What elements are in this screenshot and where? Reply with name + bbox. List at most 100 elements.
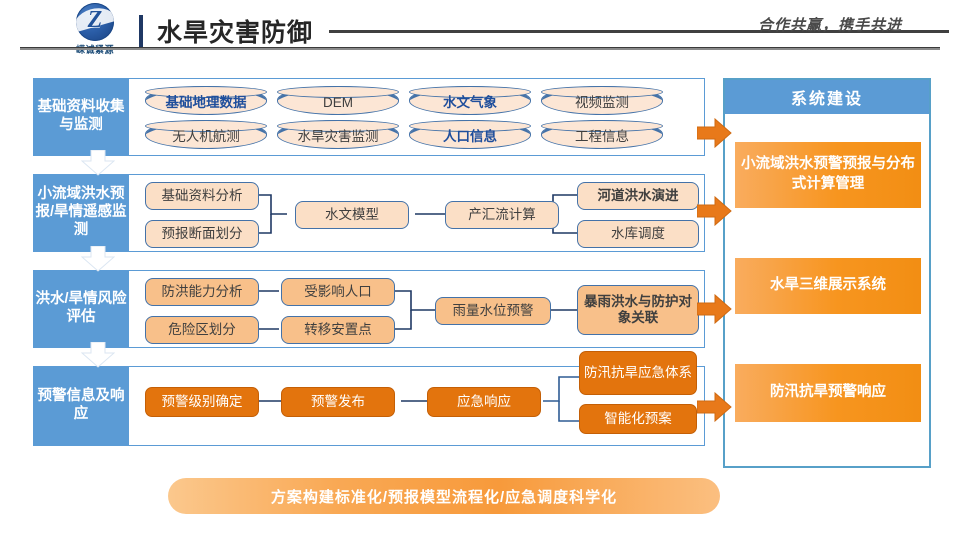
- node-flood-drought-emergency-system[interactable]: 防汛抗旱应急体系: [579, 351, 697, 395]
- title-accent-rule: [139, 15, 143, 47]
- node-label: 防汛抗旱应急体系: [584, 365, 692, 381]
- node-emergency-response[interactable]: 应急响应: [427, 387, 541, 417]
- flow-row-risk: 洪水/旱情风险评估 防洪能力分析 危险区划分 受影响人口: [33, 270, 705, 348]
- node-label: 产汇流计算: [468, 207, 536, 223]
- node-storm-flood-protection-link[interactable]: 暴雨洪水与防护对象关联: [577, 285, 699, 335]
- node-flood-control-capacity[interactable]: 防洪能力分析: [145, 278, 259, 306]
- node-rain-waterlevel-alert[interactable]: 雨量水位预警: [435, 297, 551, 325]
- node-hydrological-model[interactable]: 水文模型: [295, 201, 409, 229]
- row-label-warning: 预警信息及响应: [33, 366, 129, 446]
- node-label: 视频监测: [575, 95, 629, 111]
- row-label-basic-data: 基础资料收集与监测: [33, 78, 129, 156]
- flow-right-arrow-2-icon: [697, 196, 733, 226]
- system-item-label: 水旱三维展示系统: [770, 277, 886, 294]
- node-uav-survey[interactable]: 无人机航测: [144, 119, 268, 149]
- system-item-label: 防汛抗旱预警响应: [770, 384, 886, 401]
- node-label: 受影响人口: [304, 284, 372, 300]
- node-label: 预警发布: [311, 394, 365, 410]
- node-runoff-calculation[interactable]: 产汇流计算: [445, 201, 559, 229]
- connector-group-4: [257, 290, 279, 330]
- flow-right-arrow-1-icon: [697, 118, 733, 148]
- flow-row-warning: 预警信息及响应 预警级别确定 预警发布 应急响应 防汛抗旱应急体系: [33, 351, 705, 446]
- node-basic-geo-data[interactable]: 基础地理数据: [144, 85, 268, 115]
- cylinder-cap: [540, 85, 664, 98]
- node-intelligent-plan[interactable]: 智能化预案: [579, 404, 697, 434]
- node-flood-drought-monitor[interactable]: 水旱灾害监测: [276, 119, 400, 149]
- connector-group-7: [257, 400, 283, 402]
- node-label: 防洪能力分析: [161, 284, 243, 300]
- title-dash-rule: [329, 29, 950, 33]
- system-item-small-basin-forecast[interactable]: 小流域洪水预警预报与分布式计算管理: [735, 142, 921, 208]
- page-header: 嵘诚紧源 水旱灾害防御 合作共赢，携手共进: [0, 0, 960, 62]
- row-label-forecast: 小流域洪水预报/旱情遥感监测: [33, 174, 129, 252]
- node-video-monitor[interactable]: 视频监测: [540, 85, 664, 115]
- cylinder-cap: [276, 85, 400, 98]
- header-divider: [20, 47, 940, 50]
- title-bar: 水旱灾害防御: [139, 13, 950, 49]
- node-engineering-info[interactable]: 工程信息: [540, 119, 664, 149]
- cylinder-cap: [408, 119, 532, 132]
- process-flow: 基础资料收集与监测 基础地理数据 DEM 水文气象 视频监测 无人机航测: [33, 78, 705, 468]
- node-label: DEM: [323, 95, 353, 111]
- system-item-3d-display[interactable]: 水旱三维展示系统: [735, 258, 921, 314]
- node-hydrometeorology[interactable]: 水文气象: [408, 85, 532, 115]
- connector-group-9: [543, 376, 581, 422]
- flow-row-basic-data: 基础资料收集与监测 基础地理数据 DEM 水文气象 视频监测 无人机航测: [33, 78, 705, 156]
- node-label: 无人机航测: [172, 129, 240, 145]
- node-affected-population[interactable]: 受影响人口: [281, 278, 395, 306]
- header-slogan: 合作共赢，携手共进: [757, 17, 902, 34]
- cylinder-cap: [276, 119, 400, 132]
- node-label: 雨量水位预警: [452, 303, 534, 319]
- connector-group-1: [259, 194, 287, 234]
- system-item-warning-response[interactable]: 防汛抗旱预警响应: [735, 364, 921, 422]
- node-warning-release[interactable]: 预警发布: [281, 387, 395, 417]
- node-relocation-site[interactable]: 转移安置点: [281, 316, 395, 344]
- node-dem[interactable]: DEM: [276, 85, 400, 115]
- row-body-forecast: 基础资料分析 预报断面划分 水文模型 产汇流计算 河道洪水演进 水库调度: [129, 174, 705, 252]
- company-logo: 嵘诚紧源: [52, 3, 138, 57]
- cylinder-cap: [144, 119, 268, 132]
- node-label: 暴雨洪水与防护对象关联: [584, 294, 692, 325]
- row-body-basic-data: 基础地理数据 DEM 水文气象 视频监测 无人机航测 水旱灾害监测: [129, 78, 705, 156]
- flow-down-arrow-3-icon: [81, 342, 115, 368]
- flow-down-arrow-2-icon: [81, 246, 115, 272]
- system-construction-header: 系统建设: [725, 80, 929, 114]
- node-label: 预警级别确定: [161, 394, 243, 410]
- node-label: 危险区划分: [168, 322, 236, 338]
- connector-group-2: [415, 213, 447, 215]
- node-label: 智能化预案: [604, 411, 672, 427]
- system-construction-panel: 系统建设 小流域洪水预警预报与分布式计算管理 水旱三维展示系统 防汛抗旱预警响应: [723, 78, 931, 468]
- node-label: 应急响应: [457, 394, 511, 410]
- cylinder-cap: [408, 85, 532, 98]
- node-basic-data-analysis[interactable]: 基础资料分析: [145, 182, 259, 210]
- row-label-risk: 洪水/旱情风险评估: [33, 270, 129, 348]
- node-label: 基础资料分析: [161, 188, 243, 204]
- node-label: 河道洪水演进: [597, 188, 679, 204]
- node-reservoir-dispatch[interactable]: 水库调度: [577, 220, 699, 248]
- cylinder-cap: [540, 119, 664, 132]
- node-label: 水文模型: [325, 207, 379, 223]
- flow-right-arrow-4-icon: [697, 392, 733, 422]
- bottom-banner: 方案构建标准化/预报模型流程化/应急调度科学化: [168, 478, 720, 514]
- cylinder-cap: [144, 85, 268, 98]
- connector-group-8: [401, 400, 427, 402]
- company-logo-icon: [76, 3, 114, 41]
- connector-group-5: [395, 290, 435, 330]
- node-hazard-zoning[interactable]: 危险区划分: [145, 316, 259, 344]
- row-body-warning: 预警级别确定 预警发布 应急响应 防汛抗旱应急体系 智能化预案: [129, 351, 705, 446]
- node-label: 工程信息: [575, 129, 629, 145]
- node-population-info[interactable]: 人口信息: [408, 119, 532, 149]
- node-river-flood-routing[interactable]: 河道洪水演进: [577, 182, 699, 210]
- node-label: 水库调度: [611, 226, 665, 242]
- node-label: 水文气象: [443, 95, 497, 111]
- node-label: 人口信息: [443, 129, 497, 145]
- node-label: 基础地理数据: [165, 95, 247, 111]
- page-title: 水旱灾害防御: [157, 19, 314, 47]
- row-body-risk: 防洪能力分析 危险区划分 受影响人口 转移安置点 雨量水位预警 暴雨洪水与防护对…: [129, 270, 705, 348]
- system-item-label: 小流域洪水预警预报与分布式计算管理: [741, 156, 915, 192]
- node-forecast-section-division[interactable]: 预报断面划分: [145, 220, 259, 248]
- node-label: 转移安置点: [304, 322, 372, 338]
- node-label: 预报断面划分: [161, 226, 243, 242]
- node-label: 水旱灾害监测: [297, 129, 379, 145]
- node-warning-level[interactable]: 预警级别确定: [145, 387, 259, 417]
